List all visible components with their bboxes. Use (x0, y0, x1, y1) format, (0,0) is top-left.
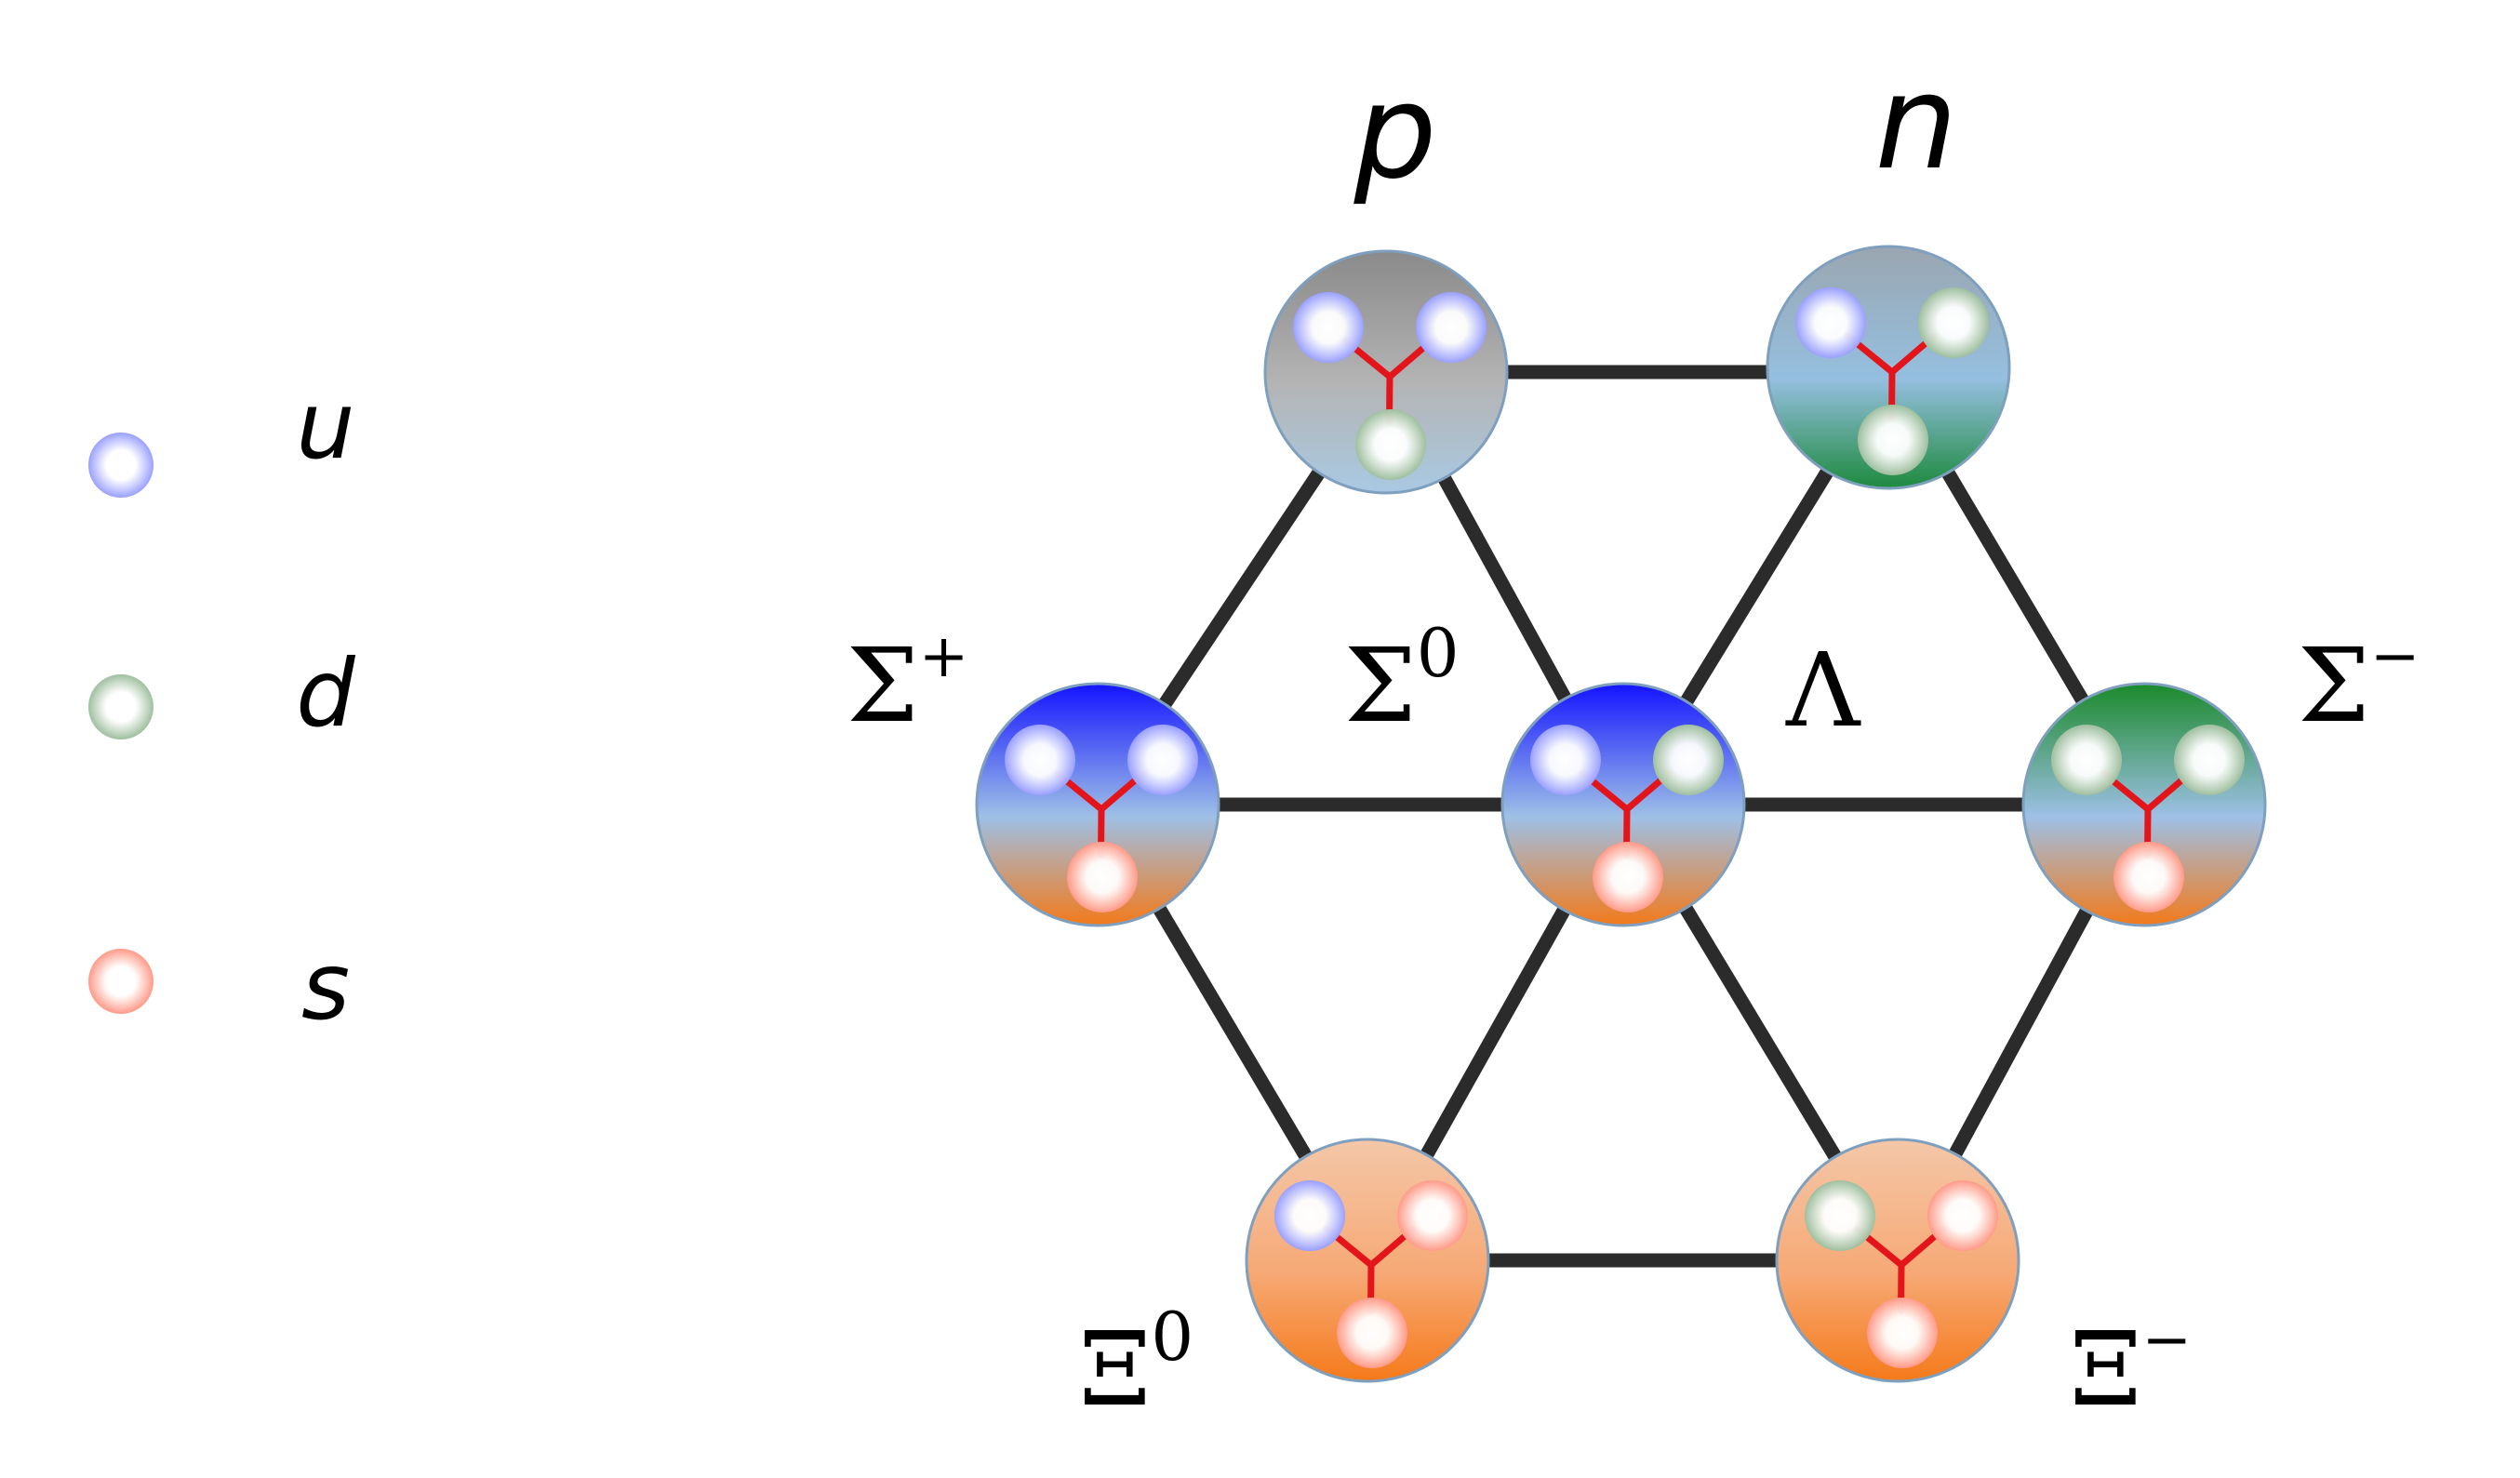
quark-legend: u d s (88, 371, 355, 1041)
label-xi-minus-name: Ξ (2070, 1310, 2141, 1429)
s-quark-icon (1337, 1298, 1407, 1368)
d-quark-icon (1355, 409, 1426, 480)
legend-item-u: u (88, 371, 355, 498)
label-sigma-minus-sup: − (2370, 622, 2420, 691)
s-quark-icon (1067, 842, 1138, 912)
d-quark-icon (1653, 725, 1724, 795)
label-xi-zero-sup: 0 (1151, 1298, 1193, 1376)
baryon-sigma-plus (975, 682, 1220, 927)
u-quark-icon (1293, 292, 1364, 363)
baryon-p (1263, 249, 1509, 495)
legend-label-d: d (296, 639, 355, 748)
d-quark-icon (1918, 287, 1989, 358)
label-sigma-zero: Σ0 (1344, 614, 1460, 745)
d-quark-icon (1805, 1180, 1875, 1251)
label-n: n (1875, 47, 1958, 199)
baryon-labels: p n Σ+ Σ0 Λ Σ− Ξ0 Ξ− (847, 47, 2420, 1429)
label-sigma-minus-name: Σ (2298, 626, 2370, 745)
baryon-xi-zero (1245, 1138, 1490, 1383)
s-quark-icon (1927, 1180, 1998, 1251)
baryon-n (1766, 245, 2011, 490)
u-quark-icon (1127, 725, 1198, 795)
legend-label-s: s (301, 932, 350, 1041)
label-sigma-minus: Σ− (2298, 622, 2420, 745)
label-sigma-zero-name: Σ (1344, 626, 1417, 745)
label-sigma-plus: Σ+ (847, 622, 968, 745)
u-quark-icon (1416, 292, 1487, 363)
label-xi-minus: Ξ− (2070, 1306, 2192, 1429)
baryon-xi-minus (1775, 1138, 2020, 1383)
label-lambda: Λ (1785, 631, 1861, 750)
up-quark-icon (88, 433, 153, 498)
d-quark-icon (2174, 725, 2245, 795)
label-xi-minus-sup: − (2141, 1306, 2192, 1375)
label-sigma-plus-sup: + (919, 622, 969, 691)
d-quark-icon (1858, 405, 1928, 475)
s-quark-icon (2113, 842, 2184, 912)
baryon-nodes (975, 245, 2267, 1383)
u-quark-icon (1795, 287, 1866, 358)
baryon-lambda (1500, 682, 1746, 927)
s-quark-icon (1397, 1180, 1468, 1251)
s-quark-icon (1867, 1298, 1938, 1368)
u-quark-icon (1530, 725, 1601, 795)
label-xi-zero-name: Ξ (1079, 1310, 1151, 1429)
d-quark-icon (2051, 725, 2122, 795)
u-quark-icon (1274, 1180, 1345, 1251)
label-p: p (1353, 57, 1437, 208)
down-quark-icon (88, 674, 153, 739)
legend-item-s: s (88, 932, 350, 1041)
legend-item-d: d (88, 639, 355, 748)
s-quark-icon (1593, 842, 1663, 912)
baryon-sigma-minus (2021, 682, 2267, 927)
label-xi-zero: Ξ0 (1079, 1298, 1193, 1429)
strange-quark-icon (88, 949, 153, 1014)
u-quark-icon (1005, 725, 1075, 795)
legend-label-u: u (296, 371, 354, 480)
label-sigma-plus-name: Σ (847, 626, 919, 745)
label-sigma-zero-sup: 0 (1417, 614, 1460, 692)
